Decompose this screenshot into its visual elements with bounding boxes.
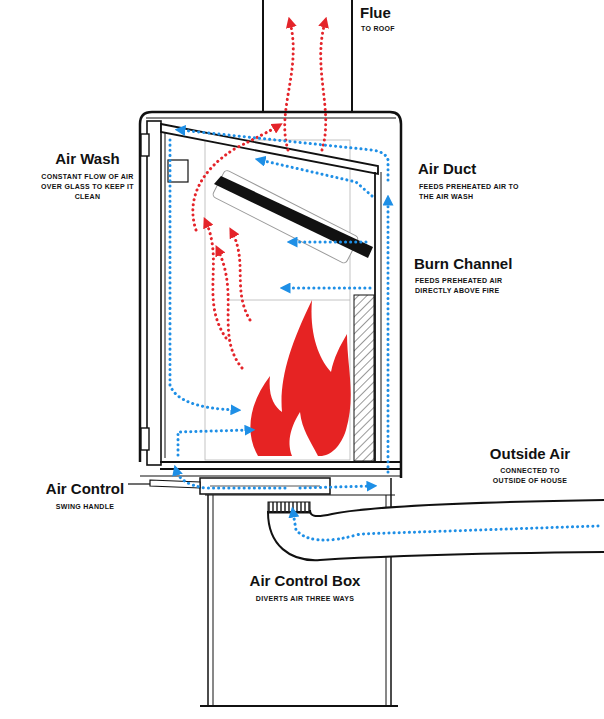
firebox-floor: [160, 461, 401, 463]
air-control-box: [210, 486, 320, 487]
base-plate: [140, 475, 401, 476]
outside-air-duct: [268, 500, 604, 560]
door-glass: [165, 128, 166, 458]
part-note: CONSTANT FLOW OF AIR OVER GLASS TO KEEP …: [41, 172, 134, 201]
fire: [250, 300, 350, 456]
part-title: Air Control Box: [215, 572, 395, 590]
air-flow: [170, 130, 598, 540]
duct-inlet: [268, 502, 310, 513]
part-title: Air Duct: [418, 160, 538, 178]
door-hinge: [141, 134, 149, 156]
door-frame: [147, 121, 161, 465]
air-arrow: [387, 200, 390, 472]
air-arrow: [292, 241, 366, 244]
swing-handle: [150, 480, 200, 488]
firebox-floor: [160, 468, 401, 470]
part-title: Outside Air: [475, 445, 585, 463]
hot-gas-arrow: [206, 222, 226, 338]
hot-gas-arrow: [193, 126, 278, 230]
fire-highlight: [290, 412, 318, 456]
part-title: Burn Channel: [414, 255, 564, 273]
part-note: DIVERTS AIR THREE WAYS: [215, 594, 395, 604]
hot-gas-arrow: [285, 22, 293, 150]
part-title: Flue: [360, 4, 450, 22]
part-note: FEEDS PREHEATED AIR TO THE AIR WASH: [419, 182, 527, 202]
air-arrow: [178, 430, 250, 455]
part-title: Air Control: [30, 480, 140, 498]
part-note: FEEDS PREHEATED AIR DIRECTLY ABOVE FIRE: [415, 276, 523, 296]
air-arrow: [180, 130, 388, 180]
stand-leg: [213, 495, 214, 706]
stand-leg: [207, 495, 209, 706]
swing-handle: [128, 483, 150, 484]
firebrick: [354, 295, 374, 461]
burn-channel-wall: [381, 172, 382, 462]
floor-line: [200, 705, 398, 707]
hot-gas-arrow: [321, 22, 326, 150]
part-note: CONNECTED TO OUTSIDE OF HOUSE: [485, 466, 575, 486]
part-note: TO ROOF: [361, 24, 451, 34]
hot-gas-flow: [193, 22, 326, 368]
air-arrow: [285, 287, 370, 290]
air-control-box: [200, 478, 330, 494]
air-arrow: [293, 512, 598, 540]
hot-gas-arrow: [218, 250, 242, 368]
stove-casing: [140, 112, 401, 478]
part-note: SWING HANDLE: [30, 502, 140, 512]
stand: [205, 494, 395, 495]
air-arrow: [176, 470, 285, 488]
flue-wall: [262, 0, 264, 113]
flue-wall: [351, 0, 353, 113]
air-arrow: [170, 140, 236, 410]
firebox-back: [230, 300, 350, 301]
hot-gas-arrow: [232, 232, 250, 320]
casing-top-edge: [146, 117, 396, 118]
air-arrow: [260, 160, 372, 196]
part-title: Air Wash: [30, 150, 145, 168]
air-arrow: [300, 486, 372, 488]
door-hinge: [141, 428, 149, 450]
